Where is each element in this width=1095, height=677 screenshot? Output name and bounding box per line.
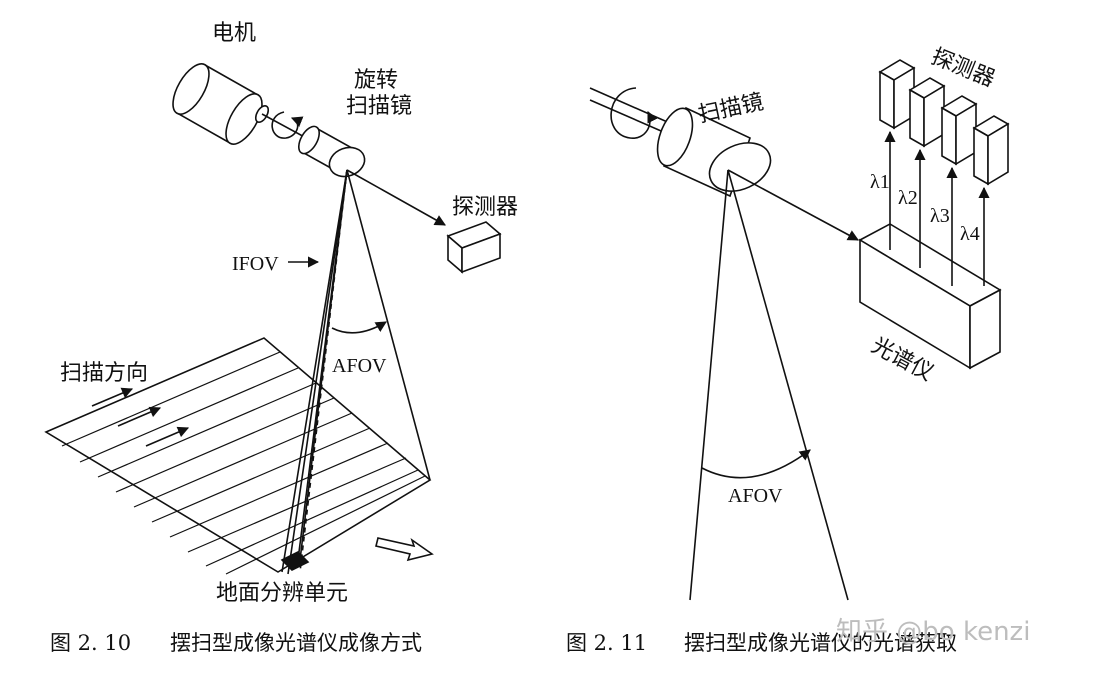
label-scan-direction: 扫描方向 [60, 361, 148, 386]
caption-text-2-10: 摆扫型成像光谱仪成像方式 [170, 631, 422, 655]
rotation-arrow-icon [271, 111, 304, 139]
label-ifov: IFOV [232, 253, 279, 275]
label-motor: 电机 [212, 21, 256, 46]
label-lambda-2: λ2 [898, 187, 918, 209]
caption-number-2-11: 图 2. 11 [566, 631, 647, 655]
flight-direction-arrow-icon [375, 537, 434, 562]
label-mirror-line2: 扫描镜 [346, 94, 412, 119]
label-scan-mirror: 扫描镜 [696, 90, 766, 128]
detector-array-icon [878, 59, 1010, 186]
detector-box-icon [446, 221, 502, 274]
beam-to-spectrometer [727, 169, 859, 241]
label-afov-right: AFOV [728, 485, 783, 507]
beam-to-detector [346, 169, 446, 226]
afov-arc [331, 321, 387, 334]
figure-2-11 [589, 59, 1010, 601]
afov-arc [701, 449, 811, 479]
ground-scan-strip [44, 337, 432, 575]
caption-text-2-11: 摆扫型成像光谱仪的光谱获取 [684, 631, 957, 655]
caption-number-2-10: 图 2. 10 [50, 631, 131, 655]
rotation-arrow-icon [610, 87, 658, 139]
label-lambda-4: λ4 [960, 223, 980, 245]
label-detector: 探测器 [452, 195, 518, 220]
label-lambda-1: λ1 [870, 171, 890, 193]
ground-resolution-cell [280, 551, 310, 571]
motor-icon [172, 63, 311, 145]
watermark: 知乎 @bo kenzi [836, 617, 1030, 647]
wavelength-arrows [884, 130, 990, 286]
label-ground-cell: 地面分辨单元 [216, 581, 348, 606]
scan-mirror-icon [297, 125, 366, 178]
label-afov-left: AFOV [332, 355, 387, 377]
spectrometer-box-icon [858, 223, 1002, 370]
label-lambda-3: λ3 [930, 205, 950, 227]
scan-direction-arrows [91, 387, 190, 447]
label-mirror-line1: 旋转 [354, 68, 398, 93]
figure-2-10 [44, 63, 502, 575]
